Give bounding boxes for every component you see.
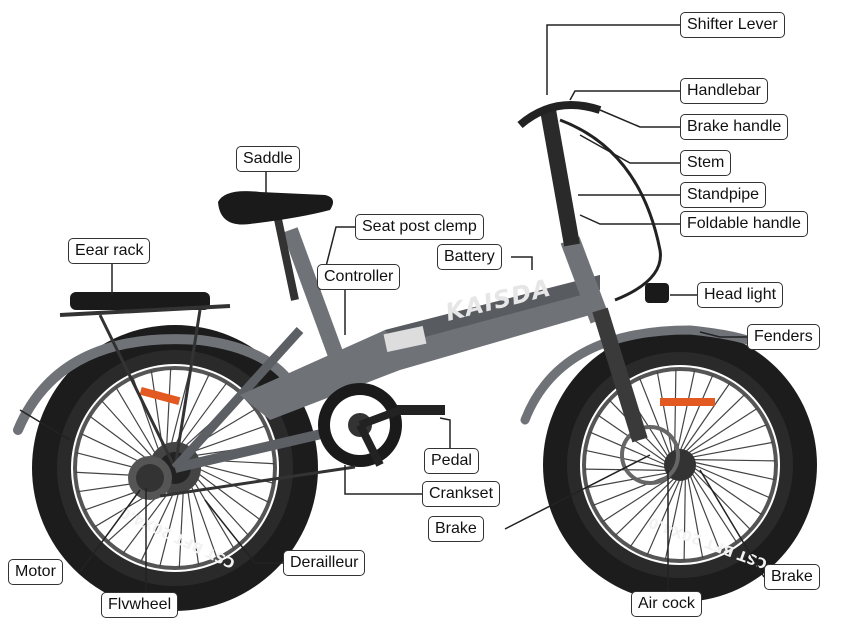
label-motor: Motor [8, 559, 63, 585]
spoke [693, 467, 763, 516]
spoke [687, 407, 758, 454]
spoke [676, 370, 696, 452]
spoke [693, 461, 775, 481]
label-fenders: Fenders [747, 324, 820, 350]
spoke [178, 382, 228, 447]
spoke [178, 488, 185, 568]
spoke [693, 464, 771, 499]
bike-frame: KAISDA [171, 101, 662, 473]
spoke [689, 423, 768, 456]
spoke [687, 476, 704, 559]
label-stem: Stem [680, 150, 732, 176]
label-foldable-handle: Foldable handle [680, 211, 808, 237]
label-pedal: Pedal [424, 448, 479, 474]
label-air-cock: Air cock [631, 591, 702, 617]
label-saddle: Saddle [236, 146, 300, 172]
spoke [159, 489, 180, 567]
spoke [192, 479, 235, 550]
spoke [165, 368, 172, 448]
spoke [100, 399, 156, 460]
spoke [586, 472, 669, 489]
spoke [602, 476, 673, 523]
label-shifter-lever: Shifter Lever [680, 12, 785, 38]
spoke [679, 374, 714, 452]
label-front-brake: Brake [428, 516, 484, 542]
spoke [689, 474, 722, 553]
spoke [691, 472, 738, 543]
spoke [692, 459, 776, 462]
label-crankset: Crankset [422, 481, 501, 507]
label-seat-post-clamp: Seat post clemp [355, 214, 484, 240]
spoke [614, 477, 676, 537]
pedal [397, 405, 445, 415]
spoke [691, 441, 774, 458]
leader-lines [19, 24, 765, 592]
label-controller: Controller [317, 264, 401, 290]
spoke [585, 449, 667, 469]
label-brake-handle: Brake handle [680, 114, 789, 140]
spoke [682, 382, 731, 452]
head-light [645, 283, 669, 303]
spoke [190, 425, 266, 454]
saddle [218, 191, 334, 225]
spoke [89, 415, 154, 465]
spoke [646, 478, 681, 556]
spoke [692, 469, 752, 531]
spoke [122, 489, 172, 554]
label-head-light: Head light [697, 282, 784, 308]
spoke [170, 369, 191, 447]
label-rear-rack: Eear rack [68, 238, 151, 264]
spoke [656, 371, 673, 454]
spoke [638, 377, 671, 456]
label-rear-disc-brake: Brake [764, 564, 820, 590]
spoke [186, 486, 200, 566]
spoke [592, 474, 671, 507]
spoke [629, 478, 678, 548]
rear-rack [59, 292, 231, 469]
spoke [589, 431, 667, 466]
spoke [194, 476, 250, 537]
spoke [115, 386, 158, 457]
spoke [684, 393, 746, 453]
rear-fender [13, 334, 305, 435]
front-wheel [543, 328, 817, 602]
label-battery: Battery [437, 244, 502, 270]
spoke [196, 471, 261, 521]
spoke [683, 477, 686, 561]
label-derailleur: Derailleur [283, 550, 366, 576]
label-handlebar: Handlebar [680, 78, 768, 104]
spoke [189, 483, 218, 559]
label-flywheel: Flvwheel [101, 592, 179, 618]
label-standpipe: Standpipe [680, 182, 767, 208]
crankset [318, 383, 402, 467]
